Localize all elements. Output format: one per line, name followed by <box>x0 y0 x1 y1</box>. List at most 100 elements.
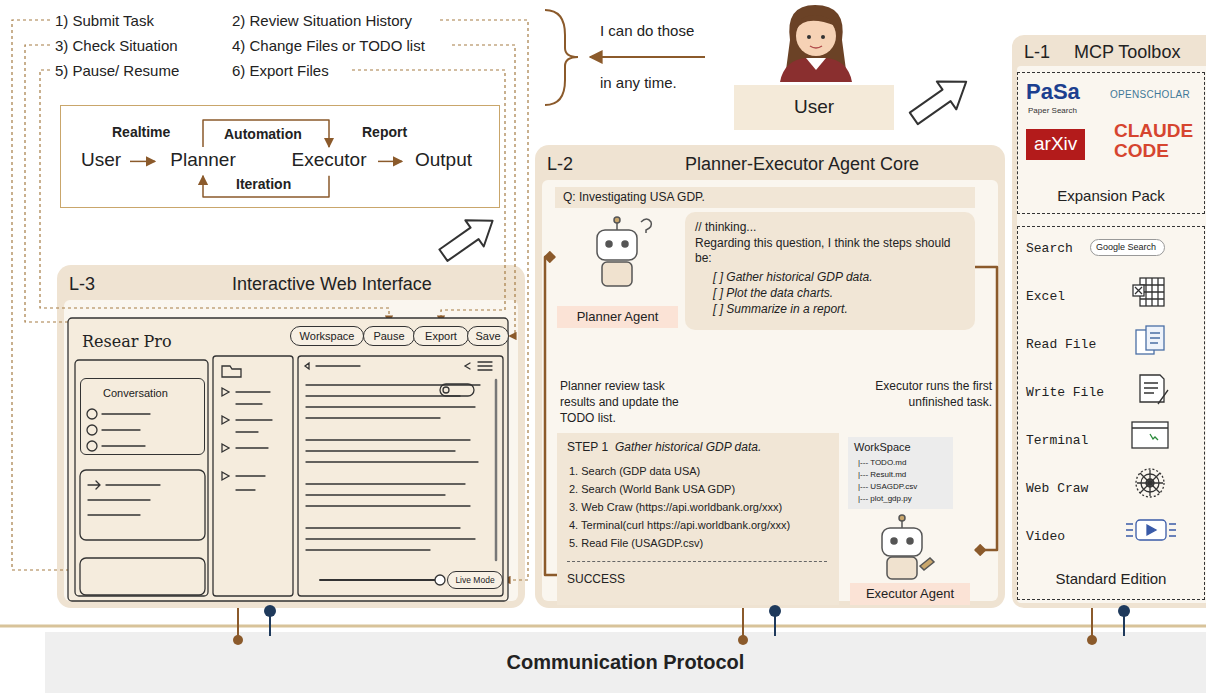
planner-agent: Planner Agent <box>555 212 680 330</box>
node-text: Save <box>468 330 508 343</box>
flow-box: UserPlannerExecutorOutput <box>60 105 500 208</box>
panel-backgrounds <box>57 265 525 608</box>
ui-sketch <box>320 579 436 581</box>
node-text: Standard Edition <box>1018 570 1204 588</box>
node-text: CLAUDE CODE <box>1114 121 1194 161</box>
step-box: STEP 1Gather historical GDP data.1. Sear… <box>557 433 839 605</box>
tool-icons <box>1132 422 1168 448</box>
node-text: 5. Read File (USAGDP.csv) <box>569 537 703 550</box>
node-text: L-1 <box>1024 42 1050 64</box>
node-text: Web Craw <box>1026 481 1088 497</box>
connector <box>378 161 402 163</box>
ui-sketch <box>443 387 449 393</box>
user-figure <box>806 58 826 70</box>
node-text: 4. Terminal(curl https://api.worldbank.o… <box>569 519 790 532</box>
node-text: L-2 <box>547 154 573 176</box>
node-text: User <box>734 96 894 119</box>
standard-edition: SearchGoogle SearchExcelRead FileWrite F… <box>1017 226 1205 600</box>
user-figure <box>807 35 811 39</box>
node-text: SUCCESS <box>567 561 827 586</box>
node-text: MCP Toolbox <box>1074 42 1180 64</box>
hollow-arrow <box>434 68 976 269</box>
ui-sketch <box>213 356 293 596</box>
leader-lines <box>452 45 515 336</box>
robot-icon <box>602 262 632 286</box>
thinking-box: // thinking... Regarding this question, I… <box>685 212 975 330</box>
node-text: |--- Result.md <box>858 470 906 480</box>
ui-sketch <box>68 318 508 601</box>
ui-sketch <box>102 414 150 446</box>
node-text: arXiv <box>1026 129 1085 160</box>
node-text: Interactive Web Interface <box>232 274 432 296</box>
node-text: Live Mode <box>448 575 502 585</box>
web-interface-panel: L-3Interactive Web InterfaceResear ProWo… <box>57 265 525 608</box>
ui-sketch <box>222 366 241 377</box>
node-text: |--- TODO.md <box>858 458 906 468</box>
connector-label: Planner review task results and update t… <box>560 378 695 426</box>
hollow-arrow <box>434 208 502 269</box>
node-text: Export <box>414 330 468 343</box>
node-text: STEP 1 <box>567 440 608 454</box>
hollow-arrow <box>434 208 502 269</box>
executor-agent: Executor Agent <box>845 515 975 609</box>
connector <box>203 120 329 147</box>
node-text: Executor <box>280 149 378 172</box>
connector-label: Executor runs the first unfinished task. <box>852 378 992 410</box>
connector-label: Automation <box>224 126 302 143</box>
user-figure <box>780 58 852 82</box>
node-text: Output <box>402 149 485 172</box>
ui-sketch <box>440 384 474 396</box>
workspace-button: Workspace <box>290 326 364 346</box>
node-text: Communication Protocol <box>41 650 1206 674</box>
node-text: Planner <box>155 149 251 172</box>
node-text: Write File <box>1026 385 1104 401</box>
robot-icon <box>891 538 897 544</box>
node-text: Terminal <box>1026 433 1088 449</box>
ui-sketch <box>305 362 492 370</box>
ui-sketch <box>80 558 205 595</box>
tool-icons <box>1150 333 1160 343</box>
connector <box>545 257 557 575</box>
robot-icon <box>907 538 913 544</box>
node-text: Gather historical GDP data. <box>615 440 761 454</box>
protocol-bus <box>1087 635 1097 645</box>
node-text: |--- USAGDP.csv <box>858 482 917 492</box>
question-box: Q: Investigating USA GDP. <box>555 187 975 208</box>
node-text: 2. Search (World Bank USA GDP) <box>569 483 735 496</box>
node-text: Planner Agent <box>557 306 678 328</box>
protocol-bus <box>1118 605 1130 617</box>
node-text: // thinking... <box>695 220 756 234</box>
node-text: L-3 <box>69 274 95 296</box>
user-label: User <box>734 85 894 130</box>
node-text: Conversation <box>103 387 168 400</box>
leader-lines <box>25 45 228 352</box>
node-text: Regarding this question, I think the ste… <box>695 236 963 266</box>
node-text: [ ] Gather historical GDP data. <box>713 270 873 284</box>
annotation-text: 1) Submit Task <box>55 12 154 30</box>
tool-icons <box>1132 427 1168 428</box>
panel-backgrounds <box>1017 66 1206 603</box>
connector-label: Report <box>362 124 407 141</box>
flow-step: Executor <box>280 147 378 176</box>
annotation-text: I can do those <box>600 22 694 40</box>
node-text: Workspace <box>291 330 363 343</box>
robot-icon <box>920 558 934 570</box>
node-text: Expansion Pack <box>1018 187 1204 205</box>
node-text: Pause <box>364 330 414 343</box>
ui-sketch <box>222 388 229 480</box>
protocol-bus <box>264 605 276 617</box>
protocol-bus <box>233 635 243 645</box>
node-text: [ ] Summarize in a report. <box>713 302 848 316</box>
robot-icon <box>899 515 905 521</box>
ui-sketch <box>435 575 445 585</box>
pause-button: Pause <box>363 326 415 346</box>
node-text: 3. Web Craw (https://api.worldbank.org/x… <box>569 501 782 514</box>
robot-icon <box>882 528 922 556</box>
ui-sketch <box>80 470 205 540</box>
agent-core-panel: L-2Planner-Executor Agent CoreQ: Investi… <box>535 145 1005 608</box>
connector-label: Realtime <box>112 124 170 141</box>
node-text: Google Search <box>1090 239 1165 256</box>
annotation-text: 5) Pause/ Resume <box>55 62 179 80</box>
robot-icon <box>641 219 651 233</box>
node-text: WorkSpace <box>854 441 911 454</box>
